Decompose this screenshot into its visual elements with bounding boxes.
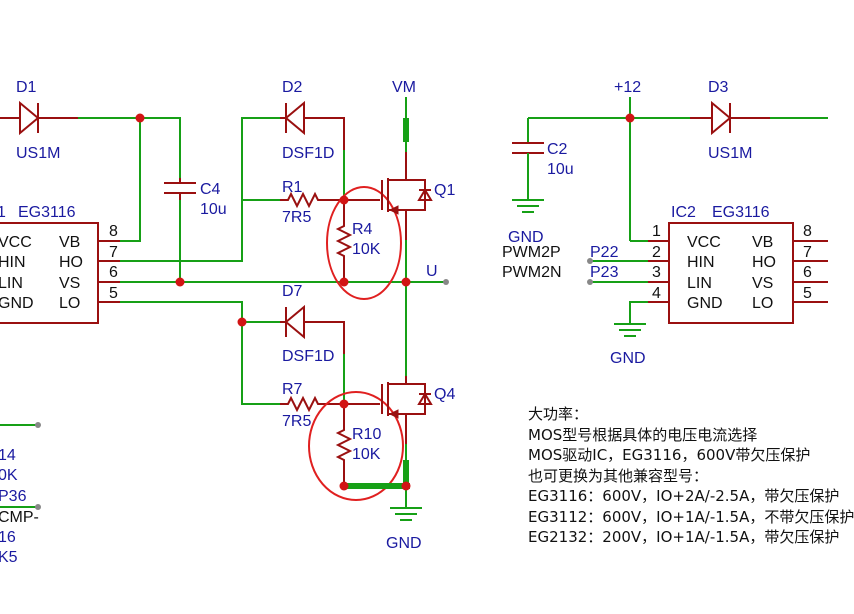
ic2-body bbox=[668, 222, 794, 324]
c2-gnd-label: GND bbox=[508, 229, 544, 246]
c2-ref: C2 bbox=[547, 141, 568, 158]
r7-value: 7R5 bbox=[282, 413, 311, 430]
left-ic-pin7-label: HO bbox=[59, 254, 83, 271]
ic2-pin6-num: 6 bbox=[803, 264, 812, 281]
c4-value: 10u bbox=[200, 201, 227, 218]
left-half-bridge: 1 EG3116 VCC HIN LIN GND VB HO VS LO 8 7… bbox=[0, 79, 455, 566]
ic2-pin3-num: 3 bbox=[652, 264, 661, 281]
left-ic-pin2-label: HIN bbox=[0, 254, 26, 271]
r4-highlight-circle bbox=[326, 186, 402, 300]
r1-ref: R1 bbox=[282, 179, 303, 196]
note-line-1: 大功率： bbox=[528, 405, 589, 423]
ic2-pin1-label: VCC bbox=[687, 234, 721, 251]
ic2-pin1-num: 1 bbox=[652, 223, 661, 240]
note-line-4: 也可更换为其他兼容型号： bbox=[528, 466, 709, 485]
q1-ref: Q1 bbox=[434, 182, 455, 199]
d2-value: DSF1D bbox=[282, 145, 334, 162]
r4-value: 10K bbox=[352, 241, 381, 258]
left-ic-pin3-label: LIN bbox=[0, 275, 23, 292]
left-ic-pin4-label: GND bbox=[0, 295, 34, 312]
ic2-pin8-label: VB bbox=[752, 234, 773, 251]
left-ic-body bbox=[0, 222, 99, 324]
p23-label: P23 bbox=[590, 264, 619, 281]
left-ic-pin6-num: 6 bbox=[109, 264, 118, 281]
left-gnd-label: GND bbox=[386, 535, 422, 552]
pwm2n-label: PWM2N bbox=[502, 264, 562, 281]
d7-value: DSF1D bbox=[282, 348, 334, 365]
left-ic-pin5-num: 5 bbox=[109, 285, 118, 302]
left-ic-pin8-num: 8 bbox=[109, 223, 118, 240]
notes-block: 大功率： MOS型号根据具体的电压电流选择 MOS驱动IC，EG3116，600… bbox=[528, 404, 854, 548]
ic2-pin5-label: LO bbox=[752, 295, 773, 312]
right-driver: +12 D3 US1M C2 10u GND IC2 EG3116 bbox=[502, 79, 828, 367]
note-line-5: EG3116：600V，IO+2A/-2.5A，带欠压保护 bbox=[528, 487, 840, 505]
ic2-pin2-label: HIN bbox=[687, 254, 715, 271]
left-fragment-6: K5 bbox=[0, 549, 18, 566]
left-ic-ref-fragment: 1 bbox=[0, 204, 6, 221]
ic2-name: EG3116 bbox=[712, 204, 770, 221]
r10-highlight-circle bbox=[308, 391, 404, 501]
ic2-ref: IC2 bbox=[671, 204, 696, 221]
left-ic-name: EG3116 bbox=[18, 204, 76, 221]
d2-ref: D2 bbox=[282, 79, 303, 96]
schematic-diagram: 1 EG3116 VCC HIN LIN GND VB HO VS LO 8 7… bbox=[0, 79, 828, 566]
ic2-pin5-num: 5 bbox=[803, 285, 812, 302]
ic2-pin3-label: LIN bbox=[687, 275, 712, 292]
note-line-6: EG3112：600V，IO+1A/-1.5A，不带欠压保护 bbox=[528, 507, 854, 526]
plus12-label: +12 bbox=[614, 79, 641, 96]
note-line-3: MOS驱动IC，EG3116，600V带欠压保护 bbox=[528, 446, 811, 464]
ic2-pin6-label: VS bbox=[752, 275, 773, 292]
note-line-2: MOS型号根据具体的电压电流选择 bbox=[528, 425, 758, 444]
c4-ref: C4 bbox=[200, 181, 221, 198]
left-fragment-5: 16 bbox=[0, 529, 16, 546]
ic2-pin7-label: HO bbox=[752, 254, 776, 271]
ic2-pin2-num: 2 bbox=[652, 244, 661, 261]
left-fragment-2: 0K bbox=[0, 467, 18, 484]
left-ic-pin7-num: 7 bbox=[109, 244, 118, 261]
note-line-7: EG2132：200V，IO+1A/-1.5A，带欠压保护 bbox=[528, 528, 840, 546]
d1-value: US1M bbox=[16, 145, 60, 162]
left-ic-pin8-label: VB bbox=[59, 234, 80, 251]
left-fragment-1: 14 bbox=[0, 447, 16, 464]
left-ic-pin6-label: VS bbox=[59, 275, 80, 292]
q4-ref: Q4 bbox=[434, 386, 455, 403]
left-ic-pin5-label: LO bbox=[59, 295, 80, 312]
r1-value: 7R5 bbox=[282, 209, 311, 226]
pwm2p-label: PWM2P bbox=[502, 244, 561, 261]
d1-ref: D1 bbox=[16, 79, 37, 96]
p22-label: P22 bbox=[590, 244, 619, 261]
u-net-label: U bbox=[426, 263, 438, 280]
r7-ref: R7 bbox=[282, 381, 303, 398]
ic2-pin7-num: 7 bbox=[803, 244, 812, 261]
ic2-pin8-num: 8 bbox=[803, 223, 812, 240]
ic2-gnd-label: GND bbox=[610, 350, 646, 367]
d3-value: US1M bbox=[708, 145, 752, 162]
ic2-pin4-label: GND bbox=[687, 295, 723, 312]
left-fragment-3: P36 bbox=[0, 488, 27, 505]
left-ic-pin1-label: VCC bbox=[0, 234, 32, 251]
d7-ref: D7 bbox=[282, 283, 303, 300]
ic2-pin4-num: 4 bbox=[652, 285, 661, 302]
r10-ref: R10 bbox=[352, 426, 381, 443]
r10-value: 10K bbox=[352, 446, 381, 463]
c2-value: 10u bbox=[547, 161, 574, 178]
d3-ref: D3 bbox=[708, 79, 729, 96]
left-fragment-4: CMP- bbox=[0, 509, 39, 526]
vm-label: VM bbox=[392, 79, 416, 96]
r4-ref: R4 bbox=[352, 221, 373, 238]
